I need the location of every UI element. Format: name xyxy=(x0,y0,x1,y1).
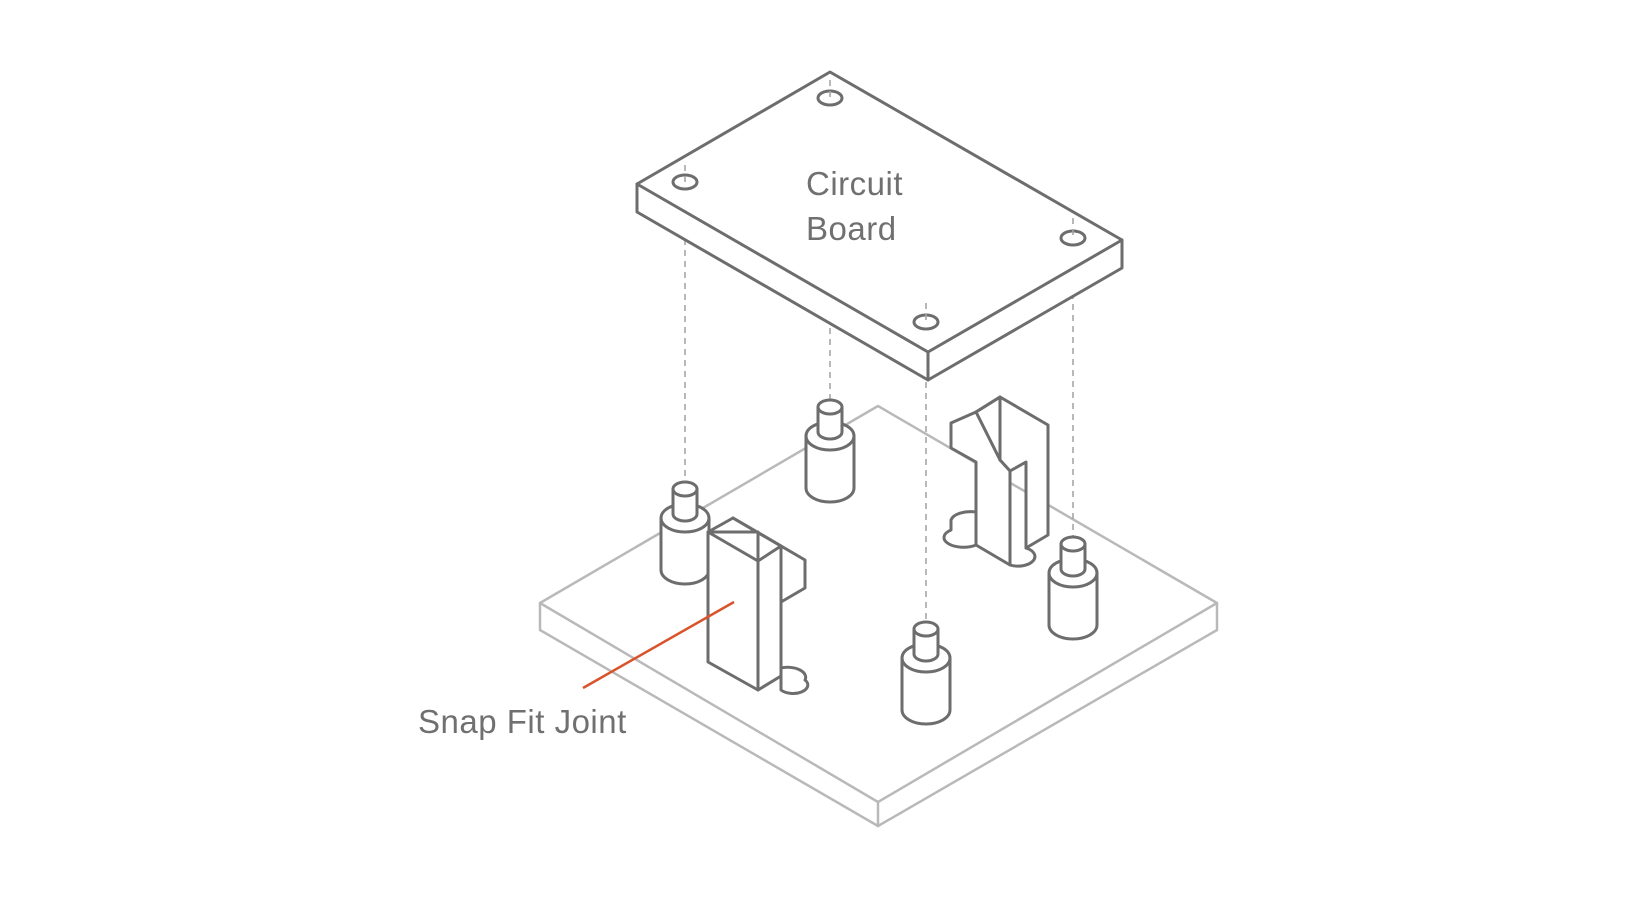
standoff-right xyxy=(1047,535,1099,641)
snap-fit-leader-line xyxy=(582,600,735,690)
standoff-front xyxy=(900,620,952,726)
standoff-back xyxy=(804,398,856,504)
circuit-board xyxy=(635,70,1124,382)
circuit-board-label-line1: Circuit xyxy=(806,165,903,202)
circuit-board-label-line2: Board xyxy=(806,210,897,247)
standoff-left xyxy=(659,480,711,586)
snap-fit-clip-left xyxy=(706,516,810,695)
base-plate xyxy=(538,404,1219,828)
snap-fit-clip-right xyxy=(942,395,1050,568)
snap-fit-joint-label: Snap Fit Joint xyxy=(418,703,627,740)
alignment-guides xyxy=(684,75,1074,624)
